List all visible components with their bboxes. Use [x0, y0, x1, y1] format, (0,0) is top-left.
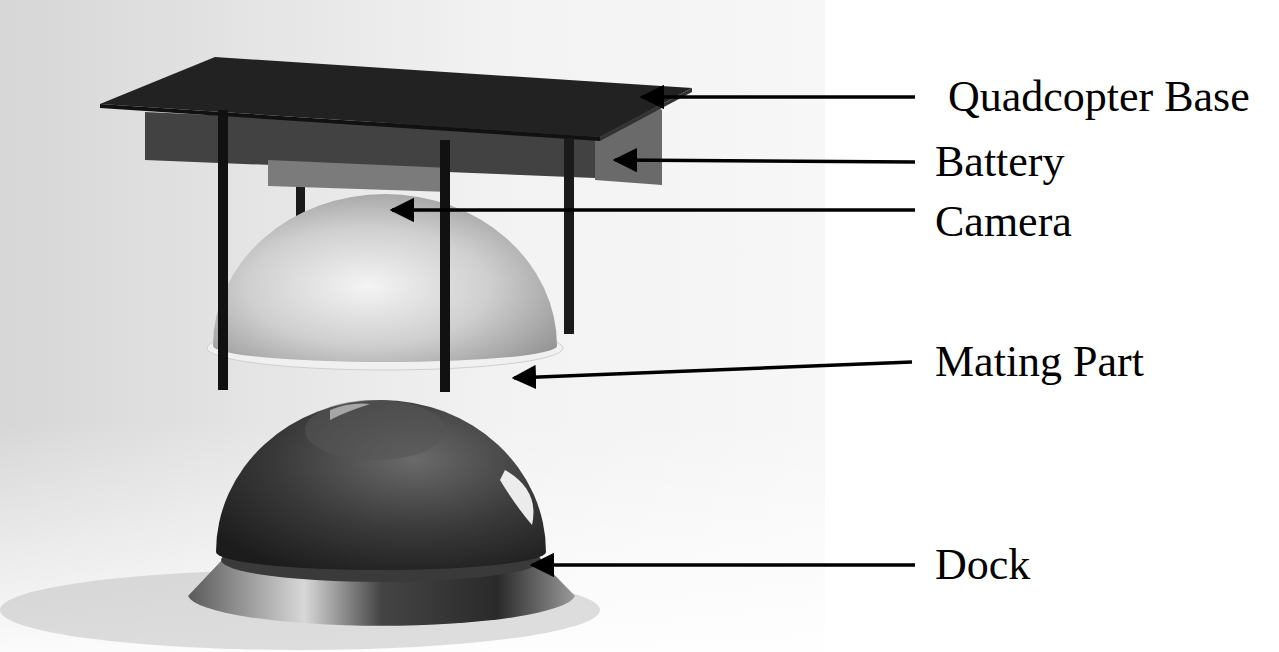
- part-label: Battery: [935, 140, 1065, 184]
- leader-arrow: [514, 362, 912, 378]
- part-label: Mating Part: [935, 340, 1144, 384]
- leader-arrow: [532, 563, 915, 567]
- part-label: Camera: [935, 200, 1072, 244]
- leader-arrow: [642, 95, 915, 99]
- leader-arrow: [392, 208, 915, 212]
- part-label: Quadcopter Base: [948, 75, 1250, 119]
- leader-arrow: [615, 160, 915, 162]
- part-label: Dock: [935, 543, 1030, 587]
